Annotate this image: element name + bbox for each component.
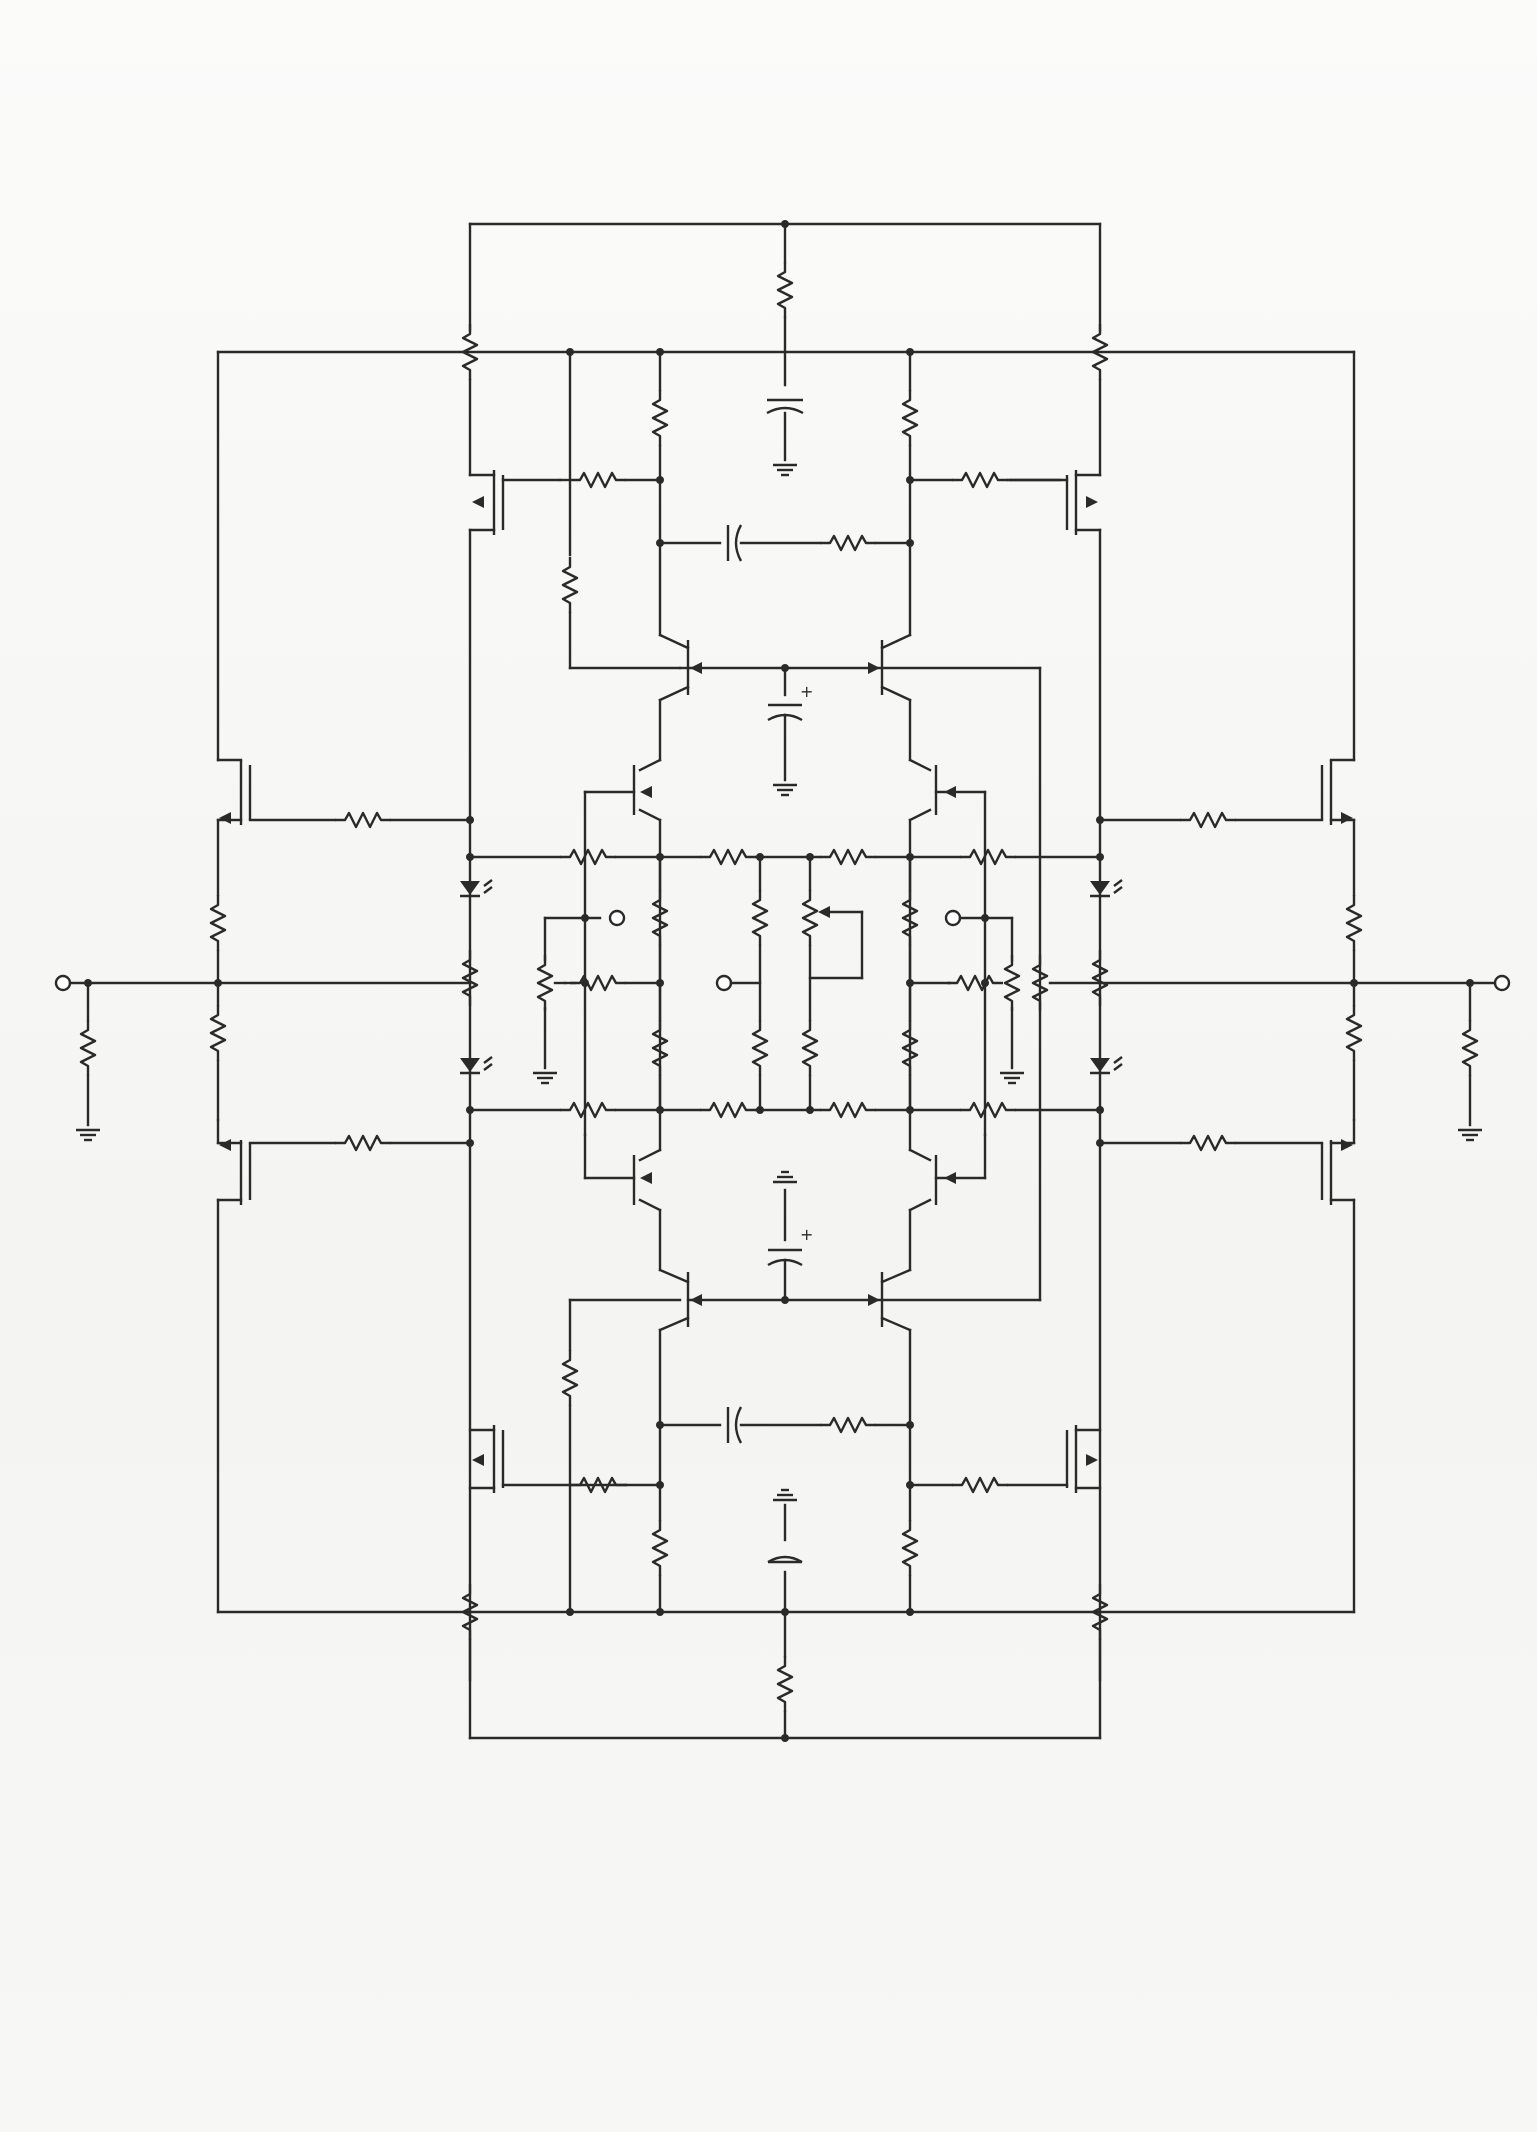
middle-network — [54, 853, 1511, 1142]
mosfet-left-lower — [216, 1118, 472, 1614]
mosfet-top-right — [1008, 470, 1102, 1682]
stage-top — [651, 350, 919, 637]
bias-line-upper — [466, 816, 1104, 866]
bjt-pair-upper: + — [658, 633, 1042, 1302]
bottom-rail — [216, 1488, 1356, 1742]
mosfet-right-lower — [1098, 1118, 1356, 1614]
mirror-upper — [583, 758, 987, 1137]
upper-cap-plus: + — [800, 682, 813, 701]
test-terminal-left[interactable] — [608, 909, 626, 927]
bjt-pair-lower: + — [561, 1170, 1042, 1614]
stage-bottom — [501, 1405, 1069, 1614]
output-terminal-right[interactable] — [1493, 974, 1511, 992]
mirror-lower — [583, 1108, 987, 1272]
led-upper-right — [1088, 878, 1124, 898]
test-terminal-center[interactable] — [715, 974, 733, 992]
test-terminal-right[interactable] — [944, 909, 962, 927]
mosfet-bottom-right — [1065, 1425, 1102, 1493]
mosfet-left-upper — [209, 758, 472, 1122]
input-terminal-left[interactable] — [54, 974, 72, 992]
mosfet-top-left — [468, 470, 562, 1682]
lower-cap-plus: + — [800, 1225, 813, 1244]
mosfet-bottom-left — [468, 1425, 505, 1493]
led-lower-right — [1088, 1055, 1124, 1075]
bias-line-lower — [466, 1101, 1104, 1147]
led-lower-left — [458, 1055, 494, 1075]
top-rail — [216, 220, 1356, 762]
mosfet-right-upper — [1098, 758, 1363, 1122]
led-upper-left — [458, 878, 494, 898]
gate-resistors-top — [558, 350, 1062, 670]
